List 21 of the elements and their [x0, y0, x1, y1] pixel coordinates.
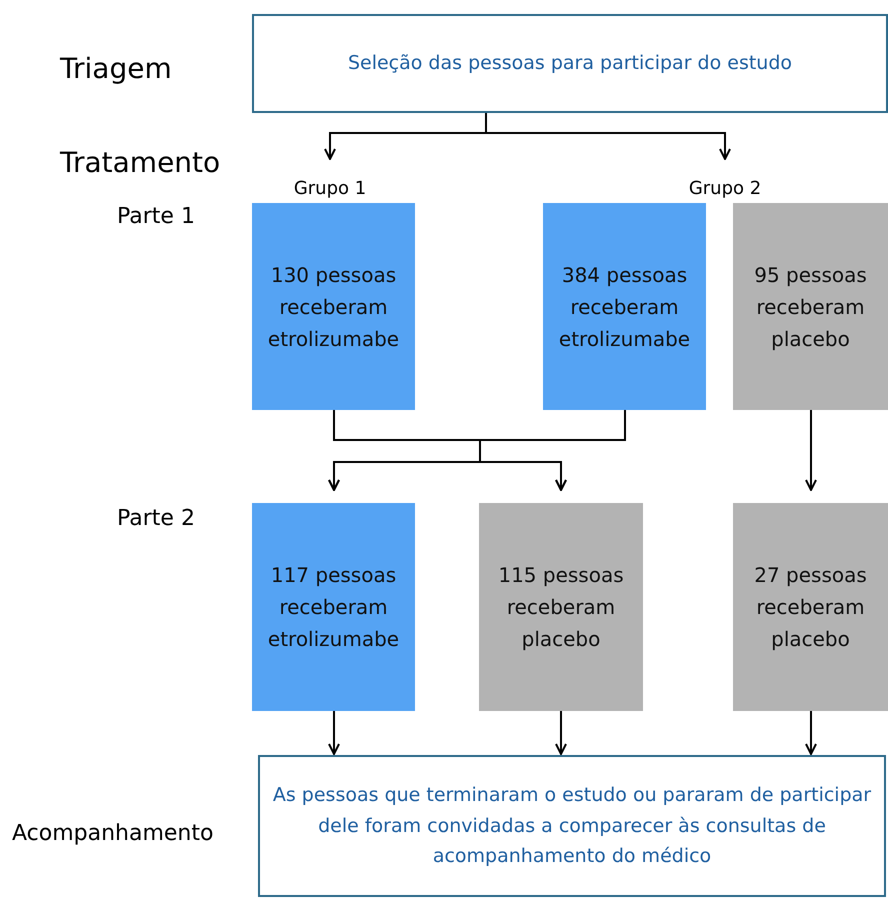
section-label: Parte 2 — [117, 506, 195, 531]
process-box: 95 pessoas receberam placebo — [733, 203, 888, 410]
process-box: 115 pessoas receberam placebo — [479, 503, 643, 711]
process-box: 130 pessoas receberam etrolizumabe — [252, 203, 415, 410]
arrow — [805, 711, 817, 755]
process-box: 384 pessoas receberam etrolizumabe — [543, 203, 706, 410]
arrow — [479, 410, 626, 491]
process-box: 27 pessoas receberam placebo — [733, 503, 888, 711]
arrow — [805, 410, 817, 491]
group-heading: Grupo 2 — [665, 176, 785, 202]
arrow — [555, 711, 567, 755]
section-label: Tratamento — [60, 146, 220, 179]
process-box: Seleção das pessoas para participar do estudo — [252, 14, 888, 113]
group-heading: Grupo 1 — [270, 176, 390, 202]
section-label: Triagem — [60, 52, 172, 85]
arrow — [485, 113, 731, 160]
section-label: Parte 1 — [117, 204, 195, 229]
process-box: 117 pessoas receberam etrolizumabe — [252, 503, 415, 711]
arrow — [328, 711, 340, 755]
section-label: Acompanhamento — [12, 821, 214, 846]
process-box: As pessoas que terminaram o estudo ou pararam de participar dele foram convidadas a comparecer às consultas de acompanhamento do médico — [258, 755, 886, 897]
